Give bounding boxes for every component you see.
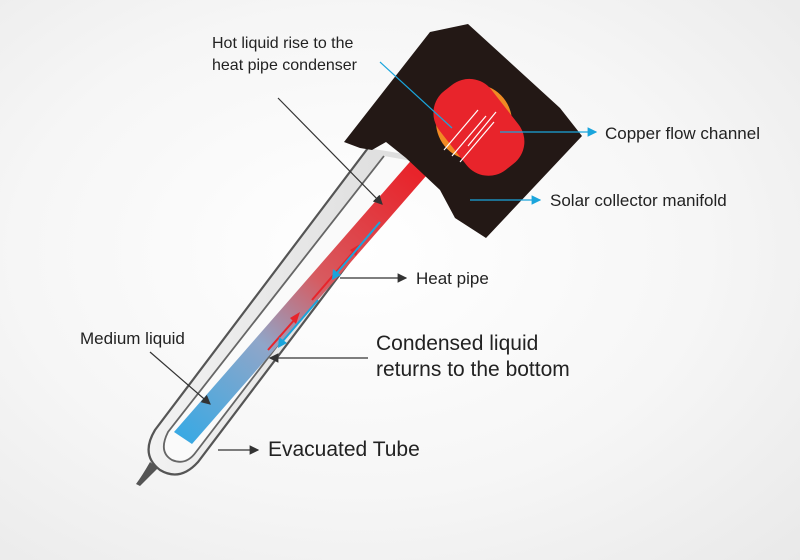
hot-liquid-label-line1: Hot liquid rise to the [212,35,354,52]
condensed-liquid-label-line2: returns to the bottom [376,358,570,381]
hot-liquid-pipe-leader [277,97,383,205]
copper-flow-channel-label: Copper flow channel [605,124,760,143]
cold-return-arrow-1 [335,221,381,275]
evacuated-tube-label: Evacuated Tube [268,438,420,461]
medium-liquid-label: Medium liquid [80,329,185,348]
solar-collector-manifold-label: Solar collector manifold [550,191,727,210]
condenser-flow-marks [443,109,497,163]
tube-tip [136,462,158,486]
solar-collector-manifold [344,24,582,238]
hot-liquid-label-line2: heat pipe condenser [212,57,358,74]
cold-return-arrow-2 [281,299,319,343]
heat-pipe-label: Heat pipe [416,269,489,288]
hot-rise-arrowhead-2 [290,312,300,324]
leader-lines [149,61,598,455]
cold-return-arrowhead-1 [332,269,341,280]
heat-pipe-rod [174,148,440,444]
hot-rise-arrow-2 [267,317,297,351]
condensed-liquid-label-line1: Condensed liquid [376,332,538,355]
medium-liquid-leader [149,351,211,405]
hot-liquid-leader [379,61,453,129]
cold-return-arrowhead-2 [278,337,287,348]
labels: Hot liquid rise to the heat pipe condens… [80,35,760,461]
heat-pipe [174,148,440,444]
